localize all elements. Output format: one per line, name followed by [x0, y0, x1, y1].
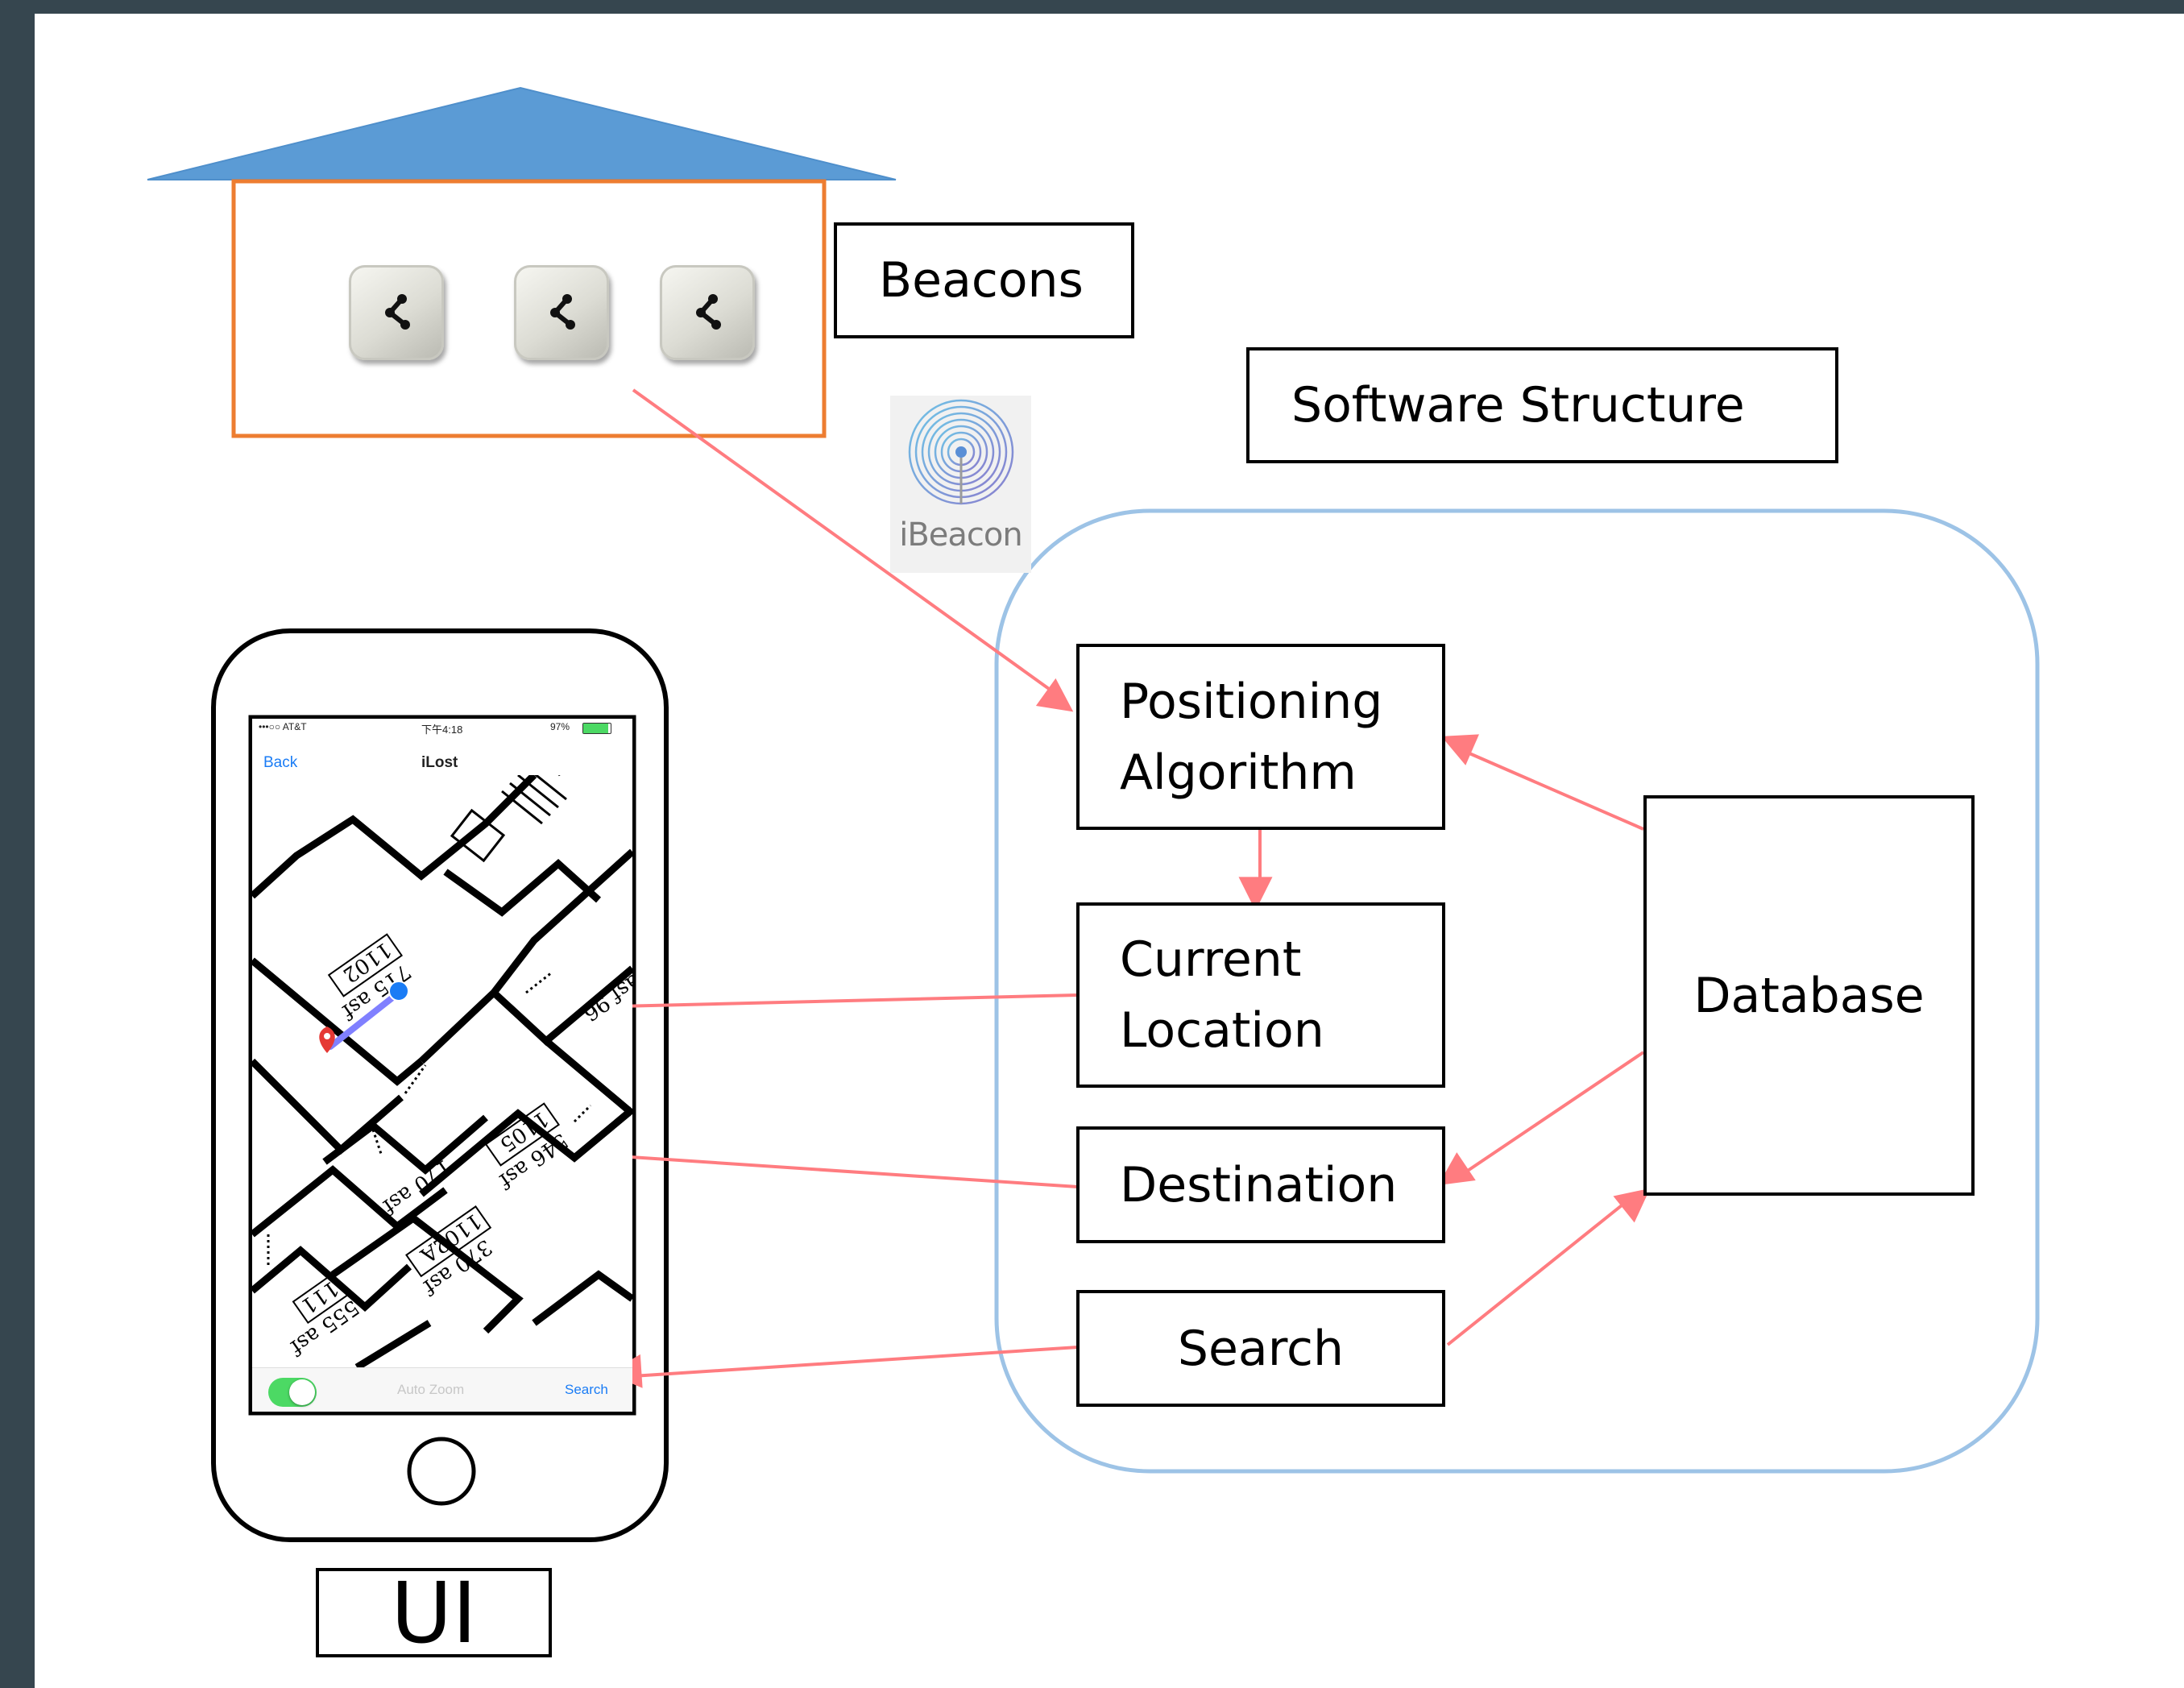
slide: Beacons Software Structure — [35, 14, 2184, 1688]
database-box: Database — [1643, 795, 1975, 1196]
software-structure-container — [994, 508, 2040, 1474]
toggle-knob — [289, 1379, 315, 1405]
software-structure-label: Software Structure — [1246, 347, 1838, 463]
search-text: Search — [1177, 1320, 1345, 1377]
positioning-algorithm-text: Positioning Algorithm — [1120, 673, 1383, 801]
beacons-label: Beacons — [834, 222, 1134, 338]
status-battery: 97% — [550, 721, 570, 732]
location-pin-icon[interactable] — [319, 1026, 335, 1053]
building-outline — [231, 179, 827, 438]
destination-box: Destination — [1076, 1126, 1445, 1243]
arrow-search-to-database — [1446, 1188, 1651, 1346]
phone-screen: •••○○ AT&T 下午4:18 97% Back iLost — [252, 719, 632, 1412]
battery-icon — [582, 723, 611, 734]
arrow-database-to-destination — [1438, 1051, 1645, 1186]
ibeacon-icon — [908, 399, 1014, 505]
floor-plan-map[interactable]: 1102 715 asf 1105 546 asf 170 asf 1102A — [252, 775, 632, 1367]
share-icon — [385, 294, 410, 330]
ibeacon-label: iBeacon — [899, 516, 1023, 554]
user-location-icon[interactable] — [388, 981, 409, 1002]
nav-title: iLost — [421, 754, 458, 771]
floor-plan-drawing: 1102 715 asf 1105 546 asf 170 asf 1102A — [252, 775, 632, 1367]
current-location-box: Current Location — [1076, 902, 1445, 1088]
room-area: asf 96 — [578, 968, 632, 1025]
arrow-beacons-to-positioning — [632, 388, 1074, 712]
ui-label: UI — [316, 1568, 552, 1657]
ui-label-text: UI — [391, 1563, 477, 1662]
destination-text: Destination — [1120, 1156, 1398, 1213]
beacon-2 — [514, 265, 609, 360]
search-button[interactable]: Search — [565, 1382, 608, 1397]
beacon-3 — [660, 265, 755, 360]
bottom-toolbar: Auto Zoom Search — [252, 1367, 632, 1412]
arrow-database-to-positioning — [1441, 734, 1644, 831]
beacon-1 — [349, 265, 444, 360]
share-icon — [550, 294, 575, 330]
auto-zoom-toggle[interactable] — [268, 1378, 317, 1407]
positioning-algorithm-box: Positioning Algorithm — [1076, 644, 1445, 830]
nav-back-link[interactable]: Back — [263, 754, 298, 771]
arrow-search-to-ui — [607, 1346, 1079, 1388]
building-roof — [147, 86, 897, 180]
status-time: 下午4:18 — [421, 724, 463, 736]
navigation-route — [327, 989, 402, 1050]
current-location-text: Current Location — [1120, 931, 1324, 1059]
home-button-icon[interactable] — [407, 1437, 476, 1506]
share-icon — [696, 294, 721, 330]
phone-screen-frame — [248, 715, 636, 1416]
status-carrier: •••○○ AT&T — [259, 721, 307, 732]
search-box: Search — [1076, 1290, 1445, 1407]
software-structure-label-text: Software Structure — [1291, 377, 1745, 433]
beacons-label-text: Beacons — [879, 252, 1084, 309]
ibeacon-logo: iBeacon — [890, 396, 1031, 573]
auto-zoom-label: Auto Zoom — [397, 1382, 465, 1397]
database-text: Database — [1693, 967, 1925, 1024]
